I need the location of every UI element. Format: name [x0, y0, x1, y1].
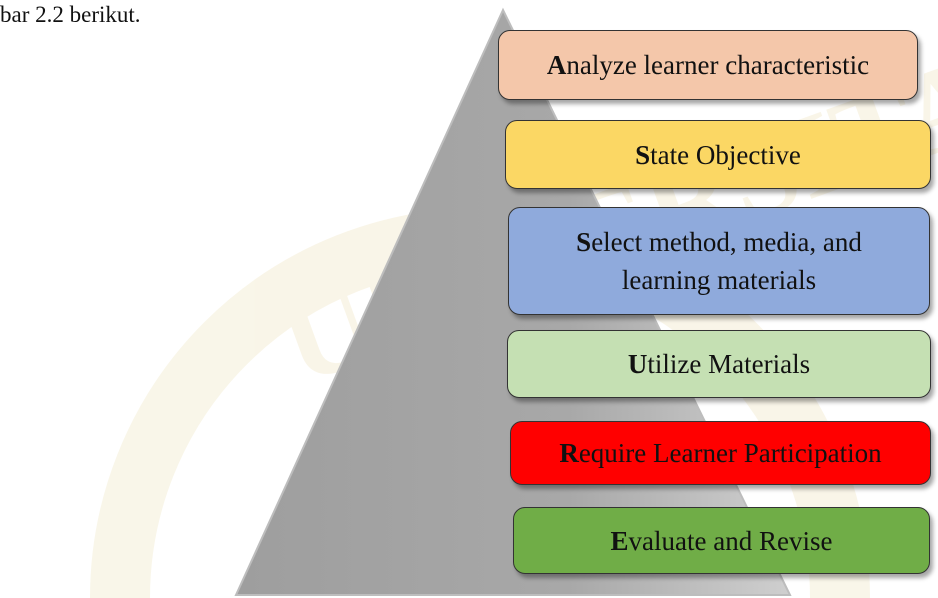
- step-initial: R: [559, 438, 579, 468]
- step-initial: A: [546, 50, 567, 80]
- step-utilize-materials: Utilize Materials: [507, 330, 931, 398]
- step-evaluate-revise: Evaluate and Revise: [513, 507, 930, 574]
- step-initial: E: [610, 525, 629, 556]
- step-initial: S: [635, 139, 651, 170]
- step-select-method: Select method, media, and learning mater…: [508, 207, 930, 315]
- intro-text: bar 2.2 berikut.: [0, 2, 141, 27]
- step-analyze: Analyze learner characteristic: [498, 30, 918, 100]
- step-label: tilize Materials: [647, 349, 811, 379]
- step-initial: U: [627, 349, 648, 379]
- step-label: tate Objective: [650, 139, 801, 170]
- step-require-participation: Require Learner Participation: [510, 421, 931, 485]
- step-state-objective: State Objective: [505, 120, 931, 189]
- step-initial: S: [576, 227, 592, 257]
- step-label: nalyze learner characteristic: [566, 50, 870, 80]
- step-label: valuate and Revise: [628, 525, 833, 556]
- step-label: elect method, media, and learning materi…: [591, 227, 862, 295]
- step-label: equire Learner Participation: [578, 438, 882, 468]
